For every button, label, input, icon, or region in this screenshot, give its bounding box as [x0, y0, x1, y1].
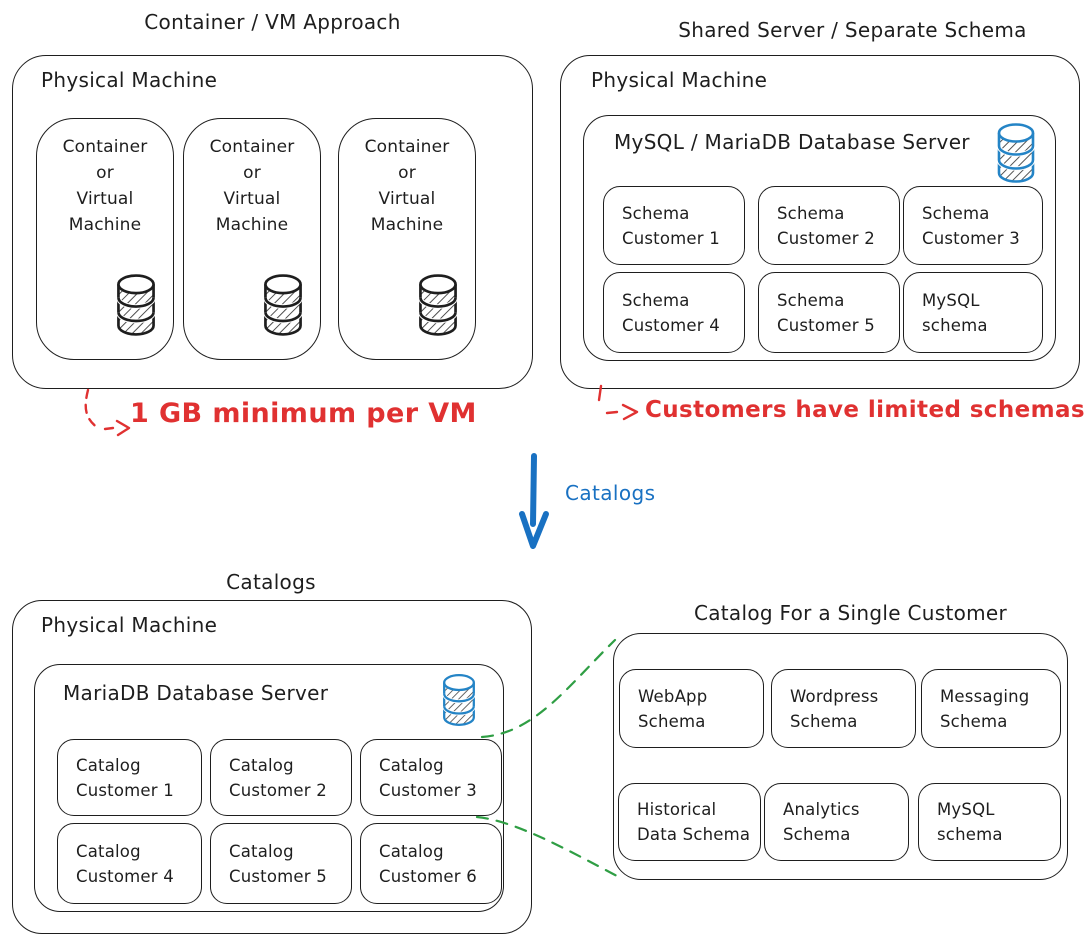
annotation-limited-schemas: Customers have limited schemas: [645, 397, 1085, 423]
physical-machine-box-vm: Physical Machine Container or Virtual Ma…: [12, 55, 533, 389]
physical-machine-box-shared: Physical Machine MySQL / MariaDB Databas…: [560, 55, 1080, 389]
database-server-label: MySQL / MariaDB Database Server: [614, 130, 970, 154]
physical-machine-box-catalogs: Physical Machine MariaDB Database Server…: [12, 600, 532, 934]
physical-machine-label: Physical Machine: [591, 68, 768, 92]
physical-machine-label: Physical Machine: [41, 613, 218, 637]
database-icon: [437, 673, 481, 727]
database-icon: [991, 122, 1041, 184]
vm-box-label: Container or Virtual Machine: [62, 137, 148, 235]
database-server-label: MariaDB Database Server: [63, 681, 329, 705]
database-icon: [113, 273, 159, 337]
vm-box-2: Container or Virtual Machine: [183, 118, 321, 360]
panel-title-single-customer: Catalog For a Single Customer: [693, 601, 1008, 625]
physical-machine-label: Physical Machine: [41, 68, 218, 92]
annotation-vm-cost: 1 GB minimum per VM: [130, 398, 477, 429]
vm-box-label: Container or Virtual Machine: [364, 137, 450, 235]
vm-box-1: Container or Virtual Machine: [36, 118, 174, 360]
panel-title-catalogs: Catalogs: [226, 570, 316, 594]
database-icon: [260, 273, 306, 337]
vm-box-3: Container or Virtual Machine: [338, 118, 476, 360]
arrow-label: Catalogs: [565, 481, 656, 505]
panel-title-shared-server: Shared Server / Separate Schema: [678, 18, 1027, 42]
database-icon: [415, 273, 461, 337]
dashed-arrow-icon: [597, 384, 639, 421]
arrow-down-icon: [519, 453, 549, 549]
vm-box-label: Container or Virtual Machine: [209, 137, 295, 235]
dashed-arrow-icon: [84, 388, 131, 437]
panel-title-container-vm: Container / VM Approach: [144, 10, 401, 34]
